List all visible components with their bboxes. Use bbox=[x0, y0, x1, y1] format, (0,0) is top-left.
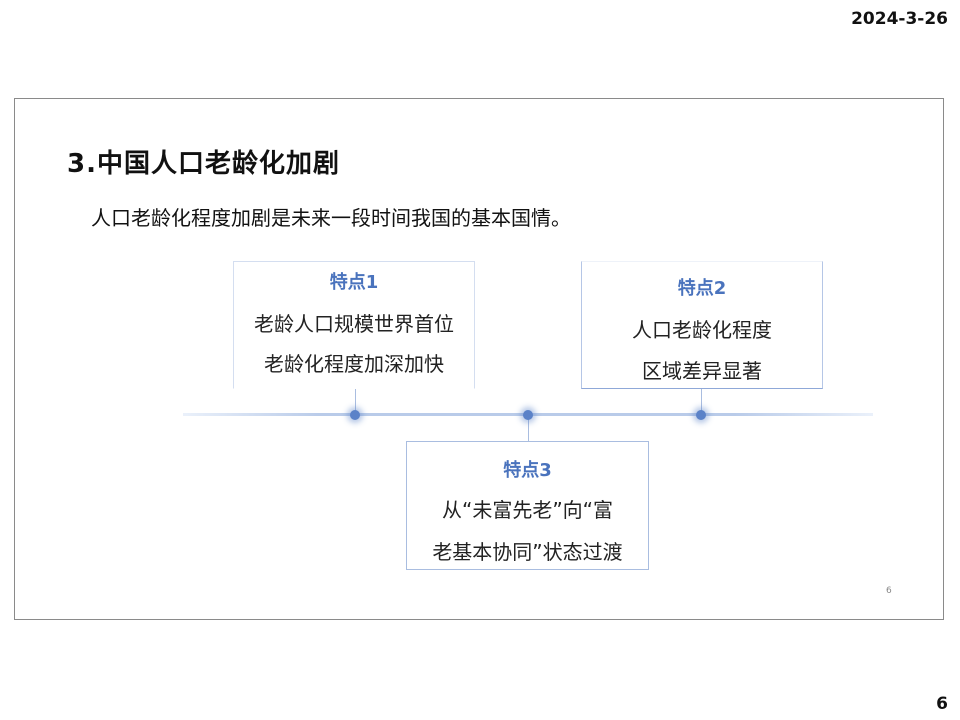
feature-1-line-2: 老龄化程度加深加快 bbox=[264, 352, 444, 376]
slide-title: 3.中国人口老龄化加剧 bbox=[67, 149, 340, 179]
page-number: 6 bbox=[936, 694, 948, 714]
feature-card-3: 特点3 从“未富先老”向“富 老基本协同”状态过渡 bbox=[406, 441, 649, 570]
timeline-dot-3 bbox=[696, 410, 706, 420]
feature-1-title: 特点1 bbox=[329, 272, 379, 293]
feature-3-line-2: 老基本协同”状态过渡 bbox=[432, 540, 623, 564]
feature-2-line-2: 区域差异显著 bbox=[642, 359, 762, 383]
feature-2-title: 特点2 bbox=[677, 278, 727, 299]
feature-3-title: 特点3 bbox=[503, 460, 552, 481]
feature-card-2: 特点2 人口老龄化程度 区域差异显著 bbox=[581, 261, 823, 389]
slide-frame: 3.中国人口老龄化加剧 人口老龄化程度加剧是未来一段时间我国的基本国情。 特点1… bbox=[14, 98, 944, 620]
timeline-dot-2 bbox=[523, 410, 533, 420]
feature-2-line-1: 人口老龄化程度 bbox=[632, 318, 772, 342]
connector-3 bbox=[528, 417, 529, 441]
slide-number: 6 bbox=[886, 586, 892, 596]
date-label: 2024-3-26 bbox=[851, 9, 948, 29]
connector-1 bbox=[355, 389, 356, 413]
connector-2 bbox=[701, 389, 702, 413]
timeline-dot-1 bbox=[350, 410, 360, 420]
feature-card-1: 特点1 老龄人口规模世界首位 老龄化程度加深加快 bbox=[233, 261, 475, 389]
feature-3-line-1: 从“未富先老”向“富 bbox=[441, 498, 614, 522]
feature-1-line-1: 老龄人口规模世界首位 bbox=[254, 312, 454, 336]
slide-subtitle: 人口老龄化程度加剧是未来一段时间我国的基本国情。 bbox=[91, 206, 571, 230]
